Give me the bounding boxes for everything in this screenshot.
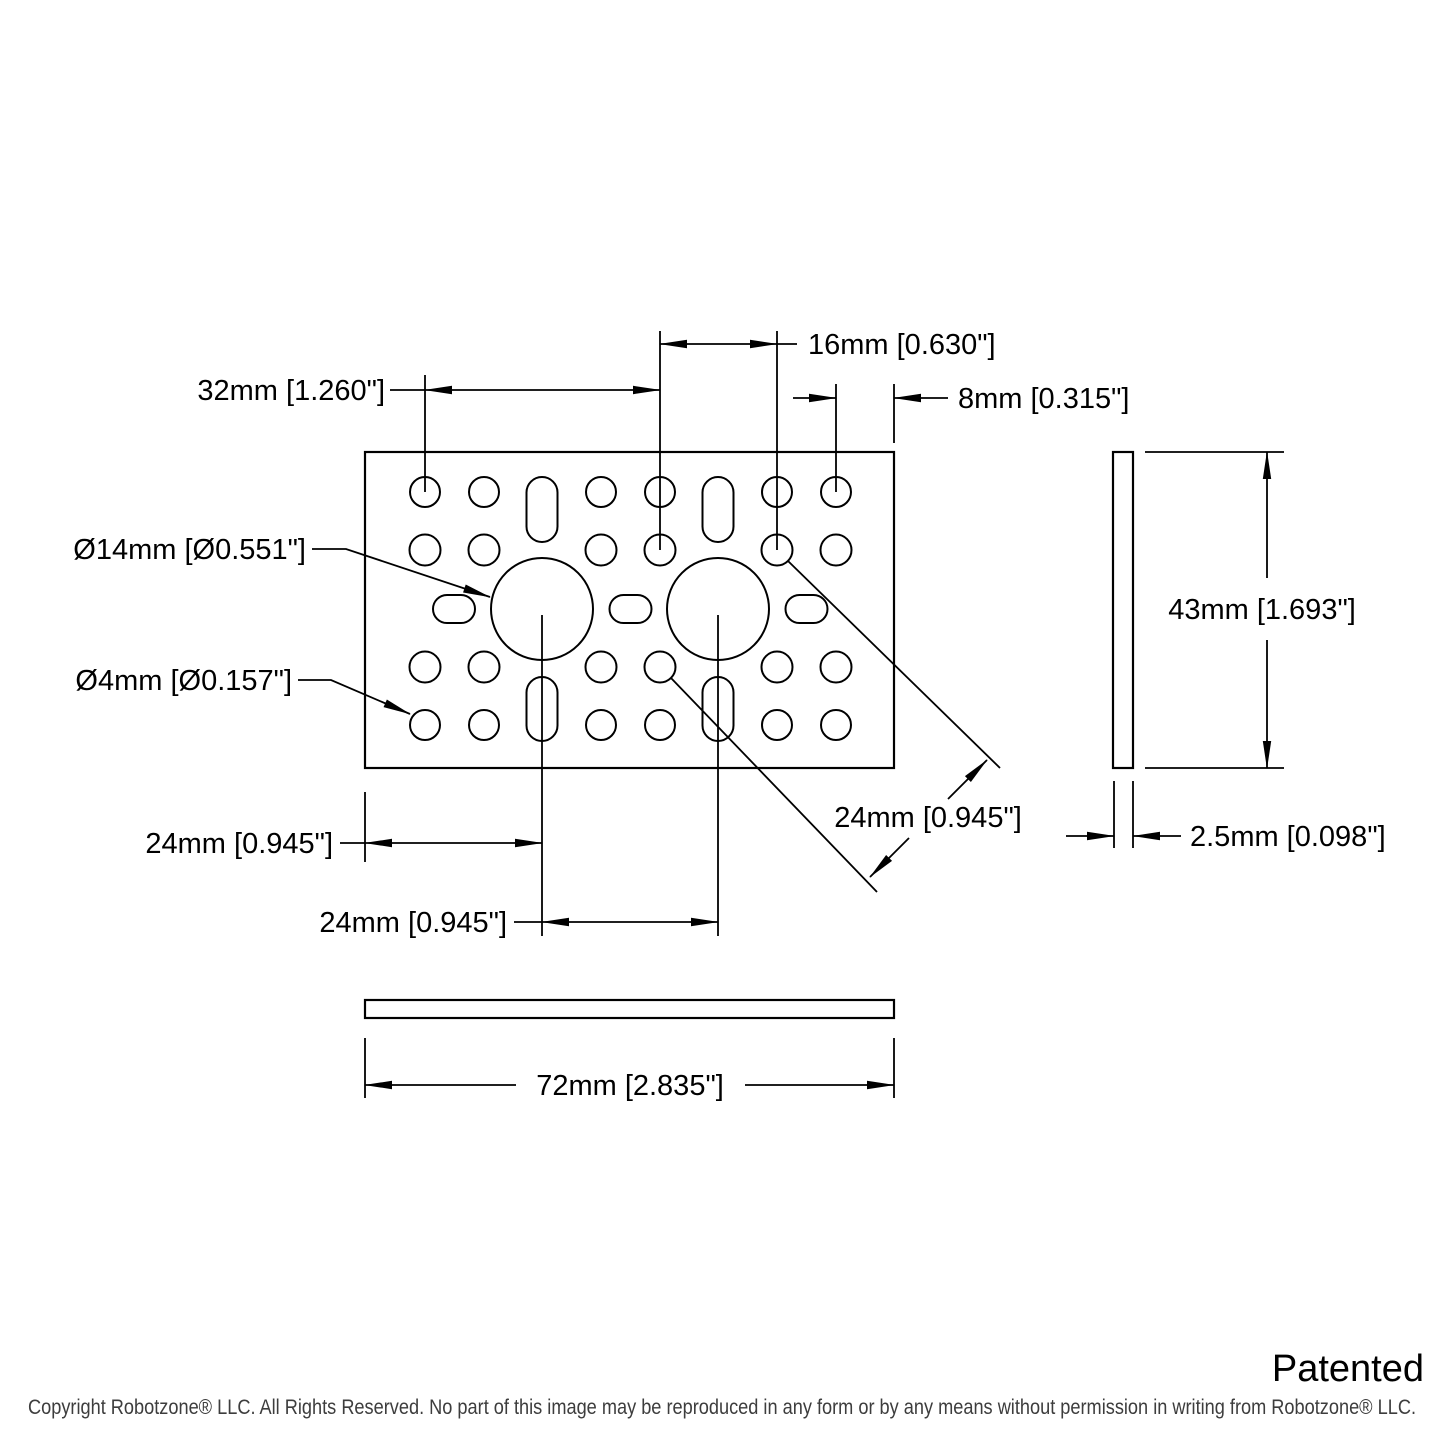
small-hole [819, 533, 853, 567]
small-hole [819, 650, 853, 684]
extension-line [787, 560, 1001, 769]
dimension-label-24mm-diagonal: 24mm [0.945"] [834, 802, 1022, 834]
dimension-label-32mm: 32mm [1.260"] [197, 375, 385, 407]
small-hole [468, 476, 500, 508]
dimension-43mm: 43mm [1.693"] [1145, 451, 1356, 769]
dimension-arrow [869, 837, 910, 878]
small-hole [584, 650, 618, 684]
side-view-outline [1111, 450, 1135, 770]
small-hole [408, 650, 442, 684]
small-hole [584, 533, 618, 567]
dimension-dia14mm: Ø14mm [Ø0.551"] [73, 534, 491, 598]
small-hole [761, 709, 793, 741]
small-hole [467, 533, 501, 567]
bottom-view [363, 998, 896, 1020]
front-view [363, 450, 896, 770]
horizontal-slots [432, 594, 829, 624]
dimension-24mm-center: 24mm [0.945"] [319, 615, 719, 939]
dimension-72mm: 72mm [2.835"] [364, 1038, 895, 1102]
front-view-outline [363, 450, 896, 770]
dimension-dia4mm: Ø4mm [Ø0.157"] [75, 665, 411, 715]
horizontal-slot [608, 594, 653, 624]
dimension-24mm-left: 24mm [0.945"] [145, 615, 543, 936]
small-hole [468, 709, 500, 741]
dimension-label-72mm: 72mm [2.835"] [536, 1070, 724, 1102]
small-hole [585, 476, 617, 508]
dimension-label-24mm-center: 24mm [0.945"] [319, 907, 507, 939]
copyright-text: Copyright Robotzone® LLC. All Rights Res… [28, 1396, 1416, 1419]
dimension-32mm: 32mm [1.260"] [197, 331, 661, 550]
leader-line [298, 679, 411, 715]
dimension-label-16mm: 16mm [0.630"] [808, 329, 996, 361]
dimension-8mm: 8mm [0.315"] [793, 383, 1129, 492]
side-view [1111, 450, 1135, 770]
small-hole [644, 709, 676, 741]
dimension-label-8mm: 8mm [0.315"] [958, 383, 1129, 415]
small-hole [643, 650, 677, 684]
dimension-label-dia14mm: Ø14mm [Ø0.551"] [73, 534, 306, 566]
extension-line [670, 677, 878, 893]
small-hole [585, 709, 617, 741]
vertical-slot [525, 476, 559, 543]
dimension-16mm: 16mm [0.630"] [659, 329, 996, 550]
small-hole [408, 533, 442, 567]
dimension-label-2-5mm: 2.5mm [0.098"] [1190, 821, 1386, 853]
dimension-label-24mm-left: 24mm [0.945"] [145, 828, 333, 860]
patented-label: Patented [1272, 1348, 1424, 1390]
dimension-2-5mm: 2.5mm [0.098"] [1066, 781, 1386, 853]
small-hole [820, 709, 852, 741]
vertical-slots [525, 476, 735, 742]
dimension-label-dia4mm: Ø4mm [Ø0.157"] [75, 665, 292, 697]
leader-line [312, 548, 491, 598]
bottom-view-outline [363, 998, 896, 1020]
dimension-label-43mm: 43mm [1.693"] [1168, 594, 1356, 626]
small-hole [409, 709, 441, 741]
dimension-24mm-diagonal: 24mm [0.945"] [670, 560, 1022, 893]
horizontal-slot [432, 594, 476, 624]
small-hole [760, 650, 794, 684]
small-hole [467, 650, 501, 684]
dimension-arrow [947, 759, 988, 800]
horizontal-slot [784, 594, 829, 624]
vertical-slot [701, 476, 735, 543]
